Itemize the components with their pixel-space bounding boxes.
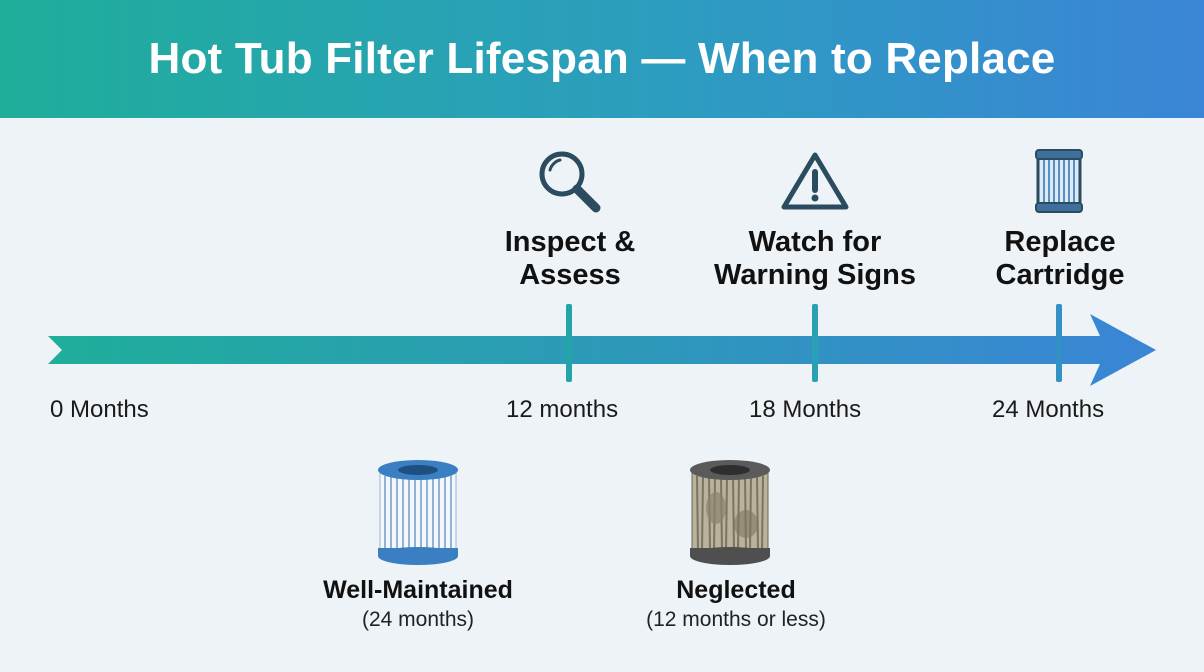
filter-cartridge-icon <box>1035 149 1083 213</box>
title-banner: Hot Tub Filter Lifespan — When to Replac… <box>0 0 1204 118</box>
milestone-warning-line2: Warning Signs <box>714 259 916 291</box>
tick-label-18: 18 Months <box>749 396 862 423</box>
magnifier-icon <box>539 151 601 213</box>
page-title: Hot Tub Filter Lifespan — When to Replac… <box>148 34 1056 83</box>
tick-mark-18 <box>812 304 818 382</box>
dirty-filter-icon <box>690 460 770 565</box>
tick-label-12: 12 months <box>506 396 619 423</box>
milestone-replace-line2: Cartridge <box>995 259 1125 291</box>
well-maintained-subtitle: (24 months) <box>361 608 475 631</box>
milestone-inspect-line2: Assess <box>519 259 621 291</box>
milestone-replace: Replace Cartridge <box>970 226 1150 292</box>
milestone-inspect-line1: Inspect & <box>504 226 636 258</box>
well-maintained-title: Well-Maintained <box>323 576 513 604</box>
milestone-inspect: Inspect & Assess <box>470 226 670 292</box>
tick-label-0: 0 Months <box>50 396 149 423</box>
tick-mark-24 <box>1056 304 1062 382</box>
timeline-arrow-shaft <box>48 314 1156 386</box>
clean-filter-icon <box>378 460 458 565</box>
neglected-title: Neglected <box>676 576 796 604</box>
milestone-warning-line1: Watch for <box>748 226 882 258</box>
tick-label-24: 24 Months <box>992 396 1105 423</box>
warning-triangle-icon <box>781 152 849 210</box>
milestone-replace-line1: Replace <box>1004 226 1116 258</box>
milestone-warning: Watch for Warning Signs <box>690 226 940 292</box>
neglected-subtitle: (12 months or less) <box>646 608 826 631</box>
tick-mark-12 <box>566 304 572 382</box>
